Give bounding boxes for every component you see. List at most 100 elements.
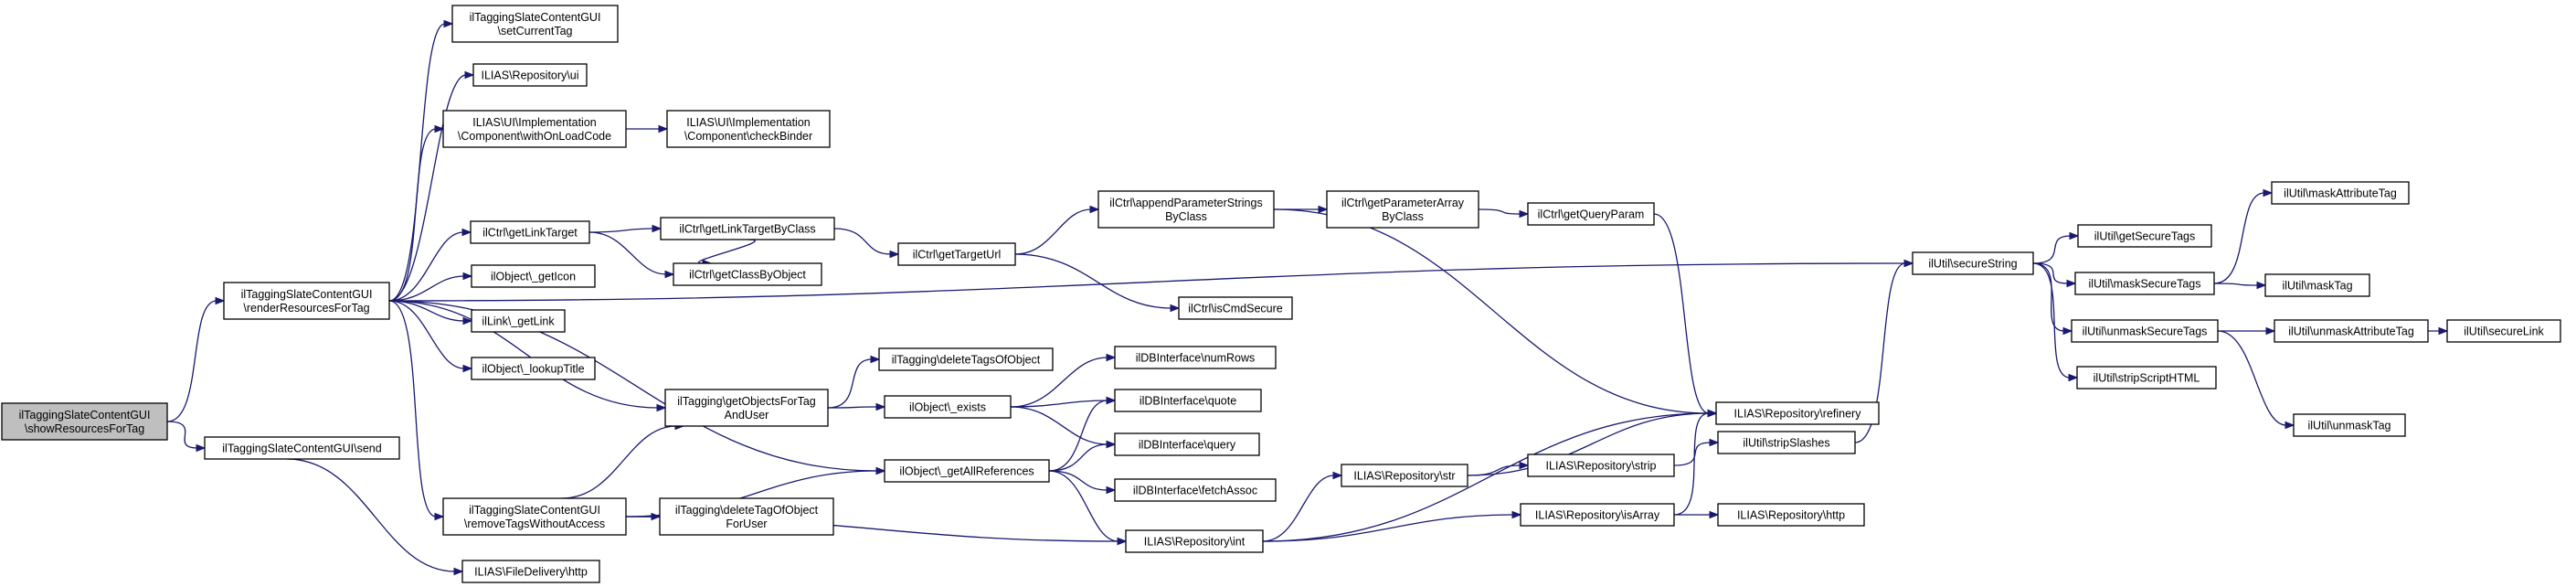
node-label: AndUser [725,409,769,422]
node-box [1114,478,1277,502]
node-label: ilCtrl\getTargetUrl [913,249,1002,261]
node-delete-tags-of-object[interactable]: ilTagging\deleteTagsOfObject [878,347,1054,371]
node-label: ilUtil\maskSecureTags [2089,278,2201,291]
node-unmask-secure-tags[interactable]: ilUtil\unmaskSecureTags [2071,319,2219,343]
edge-send-to-file-delivery-http [286,458,456,572]
node-mask-tag[interactable]: ilUtil\maskTag [2264,273,2370,297]
node-repo-int[interactable]: ILIAS\Repository\int [1125,529,1264,553]
node-get-link[interactable]: ilLink\_getLink [471,309,566,333]
node-get-secure-tags[interactable]: ilUtil\getSecureTags [2077,224,2212,248]
edge-render-resources-for-tag-to-set-current-tag [388,23,446,302]
edge-remove-tags-without-access-to-get-objects-for-tag-and-user [561,425,677,499]
edge-get-objects-for-tag-and-user-to-exists [827,406,878,409]
node-secure-string[interactable]: ilUtil\secureString [1912,251,2034,275]
edge-arrowhead [2062,326,2073,336]
node-label: ilCtrl\isCmdSecure [1188,303,1283,315]
edge-render-resources-for-tag-to-get-all-references [388,300,878,472]
node-set-current-tag[interactable]: ilTaggingSlateContentGUI\setCurrentTag [451,5,619,43]
edge-get-all-references-to-query [1048,443,1108,472]
node-box [1717,431,1856,454]
node-label: ilUtil\secureString [1928,258,2017,271]
edge-arrowhead [453,567,464,576]
node-lookup-title[interactable]: ilObject\_lookupTitle [471,357,596,380]
node-is-cmd-secure[interactable]: ilCtrl\isCmdSecure [1178,296,1293,320]
edge-arrowhead [2069,231,2080,240]
edge-repo-int-to-repo-str [1262,475,1335,542]
node-box [878,347,1054,371]
node-quote[interactable]: ilDBInterface\quote [1114,389,1262,412]
node-label: ilObject\_getAllReferences [899,465,1034,478]
node-label: ByClass [1382,210,1424,223]
node-box [2274,319,2429,343]
node-strip-slashes[interactable]: ilUtil\stripSlashes [1717,431,1856,454]
node-label: \Component\checkBinder [684,130,812,143]
node-label: ILIAS\Repository\str [1353,470,1455,483]
edge-render-resources-for-tag-to-lookup-title [388,300,465,369]
node-box [1178,296,1293,320]
node-fetch-assoc[interactable]: ilDBInterface\fetchAssoc [1114,478,1277,502]
node-box [1114,389,1262,412]
edge-render-resources-for-tag-to-get-link-target [388,231,464,302]
node-box [1520,503,1675,527]
node-secure-link[interactable]: ilUtil\secureLink [2446,319,2561,343]
node-refinery[interactable]: ILIAS\Repository\refinery [1715,401,1880,425]
edge-exists-to-quote [1010,400,1108,408]
node-get-target-url[interactable]: ilCtrl\getTargetUrl [897,242,1016,266]
edge-arrowhead [1709,510,1720,519]
node-query[interactable]: ilDBInterface\query [1114,432,1260,456]
node-repo-strip[interactable]: ILIAS\Repository\strip [1527,454,1675,477]
node-unmask-attribute-tag[interactable]: ilUtil\unmaskAttributeTag [2274,319,2429,343]
edge-arrowhead [1318,205,1329,214]
edge-arrowhead [2284,421,2295,430]
node-get-all-references[interactable]: ilObject\_getAllReferences [884,459,1050,483]
edge-show-resources-for-tag-to-render-resources-for-tag [166,300,217,422]
node-repo-str[interactable]: ILIAS\Repository\str [1341,464,1468,487]
node-box [1326,190,1479,229]
node-unmask-tag[interactable]: ilUtil\unmaskTag [2293,413,2406,437]
node-remove-tags-without-access[interactable]: ilTaggingSlateContentGUI\removeTagsWitho… [442,497,627,536]
node-box [1097,190,1275,229]
node-label: ilLink\_getLink [482,315,555,328]
node-label: ilDBInterface\quote [1140,395,1236,408]
node-label: \Component\withOnLoadCode [458,130,611,143]
node-with-on-load-code[interactable]: ILIAS\UI\Implementation\Component\withOn… [442,110,627,148]
edge-render-resources-for-tag-to-repo-ui [388,74,467,302]
node-label: ilTaggingSlateContentGUI\send [222,443,381,455]
node-strip-script-html[interactable]: ilUtil\stripScriptHTML [2076,366,2217,390]
node-label: \setCurrentTag [498,25,573,37]
node-mask-attribute-tag[interactable]: ilUtil\maskAttributeTag [2271,181,2410,205]
edge-arrowhead [1117,537,1128,546]
edge-arrowhead [434,512,445,521]
node-label: ilCtrl\getLinkTarget [482,227,578,240]
node-get-link-target-by-class[interactable]: ilCtrl\getLinkTargetByClass [660,217,835,240]
node-check-binder[interactable]: ILIAS\UI\Implementation\Component\checkB… [666,110,831,148]
node-box [1715,401,1880,425]
node-label: ILIAS\Repository\int [1144,536,1246,549]
node-get-query-param[interactable]: ilCtrl\getQueryParam [1527,202,1655,226]
node-repo-http[interactable]: ILIAS\Repository\http [1717,503,1865,527]
node-box [2446,319,2561,343]
edge-arrowhead [2068,373,2079,382]
edge-arrowhead [875,466,886,475]
node-file-delivery-http[interactable]: ILIAS\FileDelivery\http [461,560,600,583]
node-exists[interactable]: ilObject\_exists [884,395,1012,419]
node-send[interactable]: ilTaggingSlateContentGUI\send [204,436,400,460]
node-get-class-by-object[interactable]: ilCtrl\getClassByObject [673,262,822,286]
node-box [442,497,627,536]
node-mask-secure-tags[interactable]: ilUtil\maskSecureTags [2074,272,2215,295]
node-num-rows[interactable]: ilDBInterface\numRows [1114,346,1277,369]
edge-arrowhead [1106,396,1117,405]
node-get-icon[interactable]: ilObject\_getIcon [471,264,596,288]
edge-get-link-target-to-get-class-by-object [588,231,667,275]
node-render-resources-for-tag[interactable]: ilTaggingSlateContentGUI\renderResources… [223,282,390,320]
node-show-resources-for-tag[interactable]: ilTaggingSlateContentGUI\showResourcesFo… [1,402,168,441]
node-box [1114,432,1260,456]
node-repo-ui[interactable]: ILIAS\Repository\ui [472,63,588,87]
node-get-link-target[interactable]: ilCtrl\getLinkTarget [470,220,590,244]
node-repo-is-array[interactable]: ILIAS\Repository\isArray [1520,503,1675,527]
edge-arrowhead [2066,279,2077,288]
